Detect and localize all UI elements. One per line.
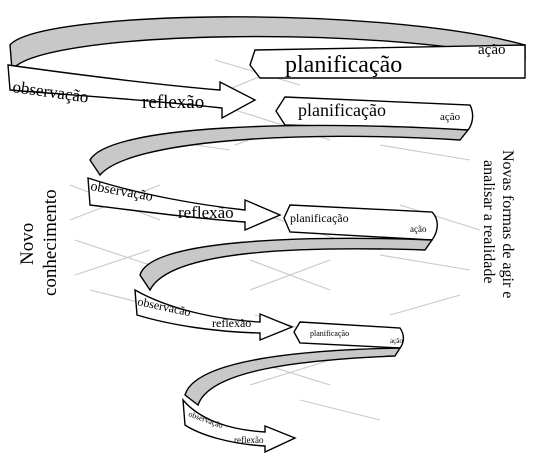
cycle-4-acao: ação xyxy=(390,337,403,345)
right-label-line1: Novas formas de agir e xyxy=(499,150,516,298)
cycle-3-planificacao-band xyxy=(283,204,438,241)
cycle-2-back-band xyxy=(89,124,470,177)
left-label: Novo conhecimento xyxy=(17,189,61,296)
cycle-4-planificacao-band xyxy=(293,321,405,349)
left-label-line2: conhecimento xyxy=(40,189,61,296)
cycle-2: observação reflexão planificação ação xyxy=(87,96,474,232)
cycle-3-acao: ação xyxy=(410,224,427,234)
cycle-1-observacao-arrow xyxy=(7,64,257,120)
cycle-4-back-band xyxy=(184,347,402,407)
cycle-3: planificação ação xyxy=(134,204,438,342)
cycle-3-back-band xyxy=(139,237,434,292)
cycle-1-reflexao: reflexão xyxy=(142,92,204,113)
cycle-2-acao: ação xyxy=(440,111,461,123)
cycle-3-planificacao: planificação xyxy=(290,211,349,225)
right-label-line2: analisar a realidade xyxy=(480,160,497,283)
cycle-4-reflexao: reflexão xyxy=(212,316,251,330)
cycle-1-planificacao: planificação xyxy=(285,52,402,78)
cycle-1-planificacao-band xyxy=(249,44,526,79)
cycle-2-reflexao: reflexão xyxy=(178,203,234,222)
cycle-1: observação reflexão planificação ação xyxy=(7,16,526,120)
cycle-5-reflexao: reflexão xyxy=(234,435,264,445)
cycle-2-observacao-arrow xyxy=(87,177,282,232)
cycle-4-planificacao: planificação xyxy=(310,329,349,338)
cycle-1-acao: ação xyxy=(478,42,505,58)
right-label: Novas formas de agir e analisar a realid… xyxy=(480,150,516,298)
cycle-3-observacao-arrow xyxy=(134,288,294,342)
left-label-line1: Novo xyxy=(17,223,38,265)
cycle-4-observacao-arrow xyxy=(182,397,297,454)
cycle-2-planificacao: planificação xyxy=(298,100,386,120)
